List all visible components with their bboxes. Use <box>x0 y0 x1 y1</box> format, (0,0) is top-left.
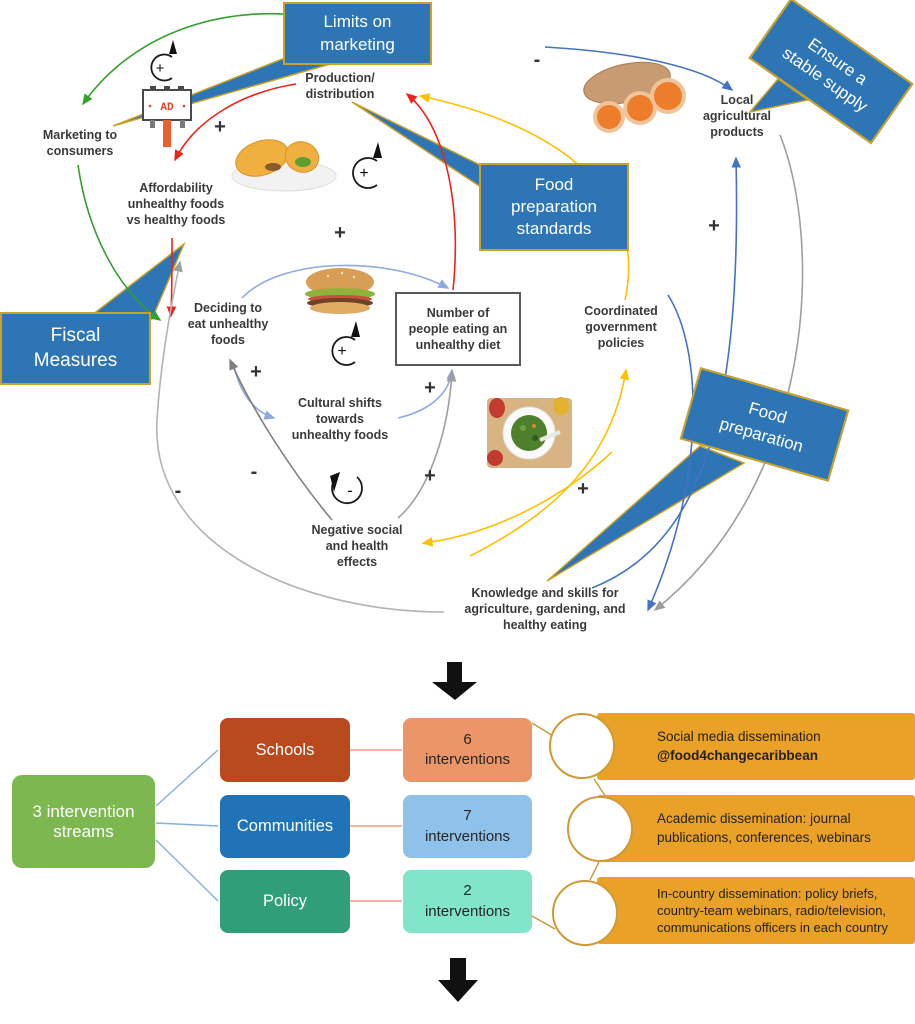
callout-food-preparation-standards: Food preparation standards <box>479 163 629 251</box>
section-down-arrow-bottom <box>438 958 478 1002</box>
jamaican-patties-plate-image <box>231 139 337 192</box>
polarity-signs: + - + + + + - - + + <box>175 49 720 502</box>
billboard-ad-icon: AD <box>142 86 192 147</box>
arrow-negative-to-number <box>397 370 457 519</box>
stream-communities: Communities <box>220 795 350 858</box>
schools-interventions-count: 6 interventions <box>403 718 532 782</box>
svg-text:+: + <box>359 165 368 182</box>
node-coordinated-government-policies: Coordinated government policies <box>584 304 658 350</box>
sign: + <box>424 465 436 487</box>
sign: + <box>577 478 589 500</box>
node-marketing-to-consumers: Marketing to consumers <box>42 128 118 158</box>
flowchart-connectors <box>155 722 607 930</box>
dissemination-circle-2 <box>567 796 633 862</box>
sign: + <box>708 215 720 237</box>
node-cultural-shifts: Cultural shifts towards unhealthy foods <box>291 396 389 442</box>
arrow-negative-to-deciding <box>229 358 333 521</box>
causal-arrows <box>77 12 804 613</box>
burger-image <box>305 268 375 314</box>
salad-bowl-image <box>487 397 572 468</box>
billboard-ad-label: AD <box>160 102 174 114</box>
sign: + <box>334 222 346 244</box>
node-affordability: Affordability unhealthy foods vs healthy… <box>126 181 226 227</box>
reinforcing-loop-icon: + <box>331 321 360 366</box>
node-deciding-to-eat-unhealthy: Deciding to eat unhealthy foods <box>187 301 269 347</box>
intervention-streams-root: 3 intervention streams <box>12 775 155 868</box>
arrow-local-to-knowledge <box>653 134 804 611</box>
sign: + <box>424 377 436 399</box>
arrow-number-to-production <box>405 92 457 291</box>
sign: - <box>251 461 258 483</box>
dissemination-in-country: In-country dissemination: policy briefs,… <box>597 877 915 944</box>
dissemination-circle-1 <box>549 713 615 779</box>
arrow-marketing-to-deciding <box>77 164 162 321</box>
communities-interventions-count: 7 interventions <box>403 795 532 858</box>
loop-icons: + + + - <box>150 40 382 505</box>
node-number-eating-unhealthy-diet: Number of people eating an unhealthy die… <box>395 292 521 366</box>
dissemination-social-media-handle: @food4changecaribbean <box>657 747 818 763</box>
svg-text:-: - <box>347 481 353 500</box>
policy-interventions-count: 2 interventions <box>403 870 532 933</box>
sweet-potatoes-image <box>583 61 686 133</box>
reinforcing-loop-icon: + <box>352 142 382 189</box>
sign: - <box>175 480 182 502</box>
svg-text:+: + <box>156 60 165 77</box>
callout-fiscal-measures: Fiscal Measures <box>0 312 151 385</box>
sign: + <box>214 116 226 138</box>
dissemination-circle-3 <box>552 880 618 946</box>
stream-schools: Schools <box>220 718 350 782</box>
dissemination-social-media-line1: Social media dissemination <box>657 728 821 744</box>
dissemination-social-media: Social media dissemination @food4changec… <box>597 713 915 780</box>
svg-text:+: + <box>337 343 346 360</box>
arrow-knowledge-to-local <box>591 156 742 589</box>
callout-limits-on-marketing: Limits on marketing <box>283 2 432 65</box>
sign: + <box>250 361 262 383</box>
food-prep-callout-tail <box>546 445 746 582</box>
arrow-to-negative-yellow <box>421 451 613 547</box>
dissemination-academic: Academic dissemination: journal publicat… <box>597 795 915 862</box>
arrow-knowledge-to-affordability <box>156 260 445 613</box>
balancing-loop-icon: - <box>330 472 363 505</box>
arrow-production-to-local <box>544 46 734 91</box>
section-down-arrow-top <box>432 662 477 700</box>
node-production-distribution: Production/ distribution <box>305 71 375 101</box>
node-knowledge-and-skills: Knowledge and skills for agriculture, ga… <box>464 586 626 632</box>
arrow-deciding-to-number <box>241 264 450 299</box>
node-negative-social-health-effects: Negative social and health effects <box>311 523 403 569</box>
reinforcing-loop-icon: + <box>150 40 177 82</box>
stream-policy: Policy <box>220 870 350 933</box>
node-local-agricultural-products: Local agricultural products <box>702 93 772 139</box>
arrow-production-to-affordability <box>174 83 297 162</box>
sign: - <box>534 49 541 71</box>
